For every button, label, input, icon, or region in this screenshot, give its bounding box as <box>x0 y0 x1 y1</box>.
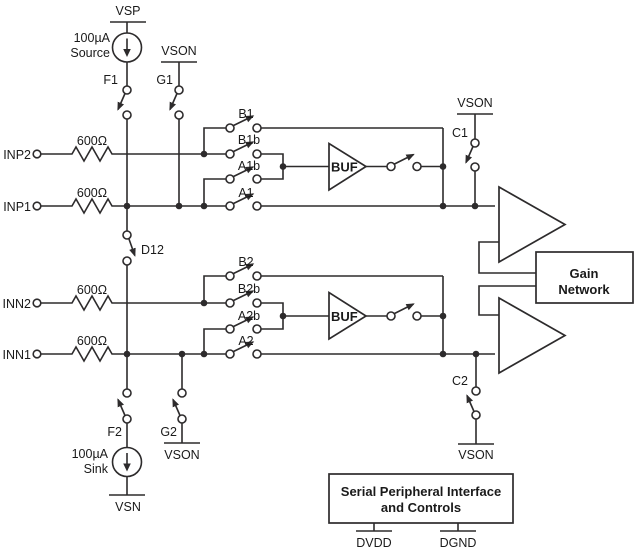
input-label-inp1: INP1 <box>3 200 31 214</box>
buffer1-label: BUF <box>331 160 358 175</box>
buffer2-label: BUF <box>331 309 358 324</box>
spi-controls-box <box>328 473 514 524</box>
switch-label-g1: G1 <box>156 73 173 87</box>
switch-label-f1: F1 <box>103 73 118 87</box>
switch-label-c1: C1 <box>452 126 468 140</box>
dvdd-pin-label: DVDD <box>356 536 391 550</box>
lower-channel-wires <box>261 275 536 355</box>
vson-label-g1: VSON <box>161 44 196 58</box>
junction-dots <box>123 150 480 358</box>
resistor-value-inp1: 600Ω <box>77 186 107 200</box>
spi-pin-wires <box>356 523 476 532</box>
current-sink-name: Sink <box>84 462 109 476</box>
switch-label-b1b: B1b <box>238 133 260 147</box>
switch-label-b1: B1 <box>238 107 253 121</box>
gain-network-label-line2: Network <box>558 282 610 297</box>
current-sink-icon <box>111 446 143 478</box>
resistor-value-inp2: 600Ω <box>77 134 107 148</box>
vson-label-c1: VSON <box>457 96 492 110</box>
input-label-inn1: INN1 <box>3 348 32 362</box>
switch-label-a2b: A2b <box>238 309 260 323</box>
current-sink-value: 100µA <box>72 447 109 461</box>
output-amp1-triangle <box>498 185 567 264</box>
spi-label-line2: and Controls <box>381 500 461 515</box>
spi-label-line1: Serial Peripheral Interface <box>341 484 501 499</box>
switch-label-g2: G2 <box>160 425 177 439</box>
current-source-value: 100µA <box>74 31 111 45</box>
upper-channel-wires <box>261 127 536 274</box>
input-label-inp2: INP2 <box>3 148 31 162</box>
switch-label-d12: D12 <box>141 243 164 257</box>
switch-label-a1b: A1b <box>238 159 260 173</box>
current-source-icon <box>111 32 143 63</box>
switch-contacts <box>32 85 481 424</box>
resistor-value-inn1: 600Ω <box>77 334 107 348</box>
input-rows <box>41 127 226 363</box>
vson-label-g2: VSON <box>164 448 199 462</box>
current-source-name: Source <box>70 46 110 60</box>
switch-label-f2: F2 <box>107 425 122 439</box>
input-label-inn2: INN2 <box>3 297 32 311</box>
gain-network-label-line1: Gain <box>570 266 599 281</box>
dgnd-pin-label: DGND <box>440 536 477 550</box>
vsp-label: VSP <box>115 4 140 18</box>
switch-label-a1: A1 <box>238 186 253 200</box>
buffer1-triangle <box>328 141 368 192</box>
buffer2-triangle <box>328 290 368 341</box>
vson-label-c2: VSON <box>458 448 493 462</box>
switch-label-b2: B2 <box>238 255 253 269</box>
vsn-label: VSN <box>115 500 141 514</box>
output-amp2-triangle <box>498 296 567 375</box>
switch-label-c2: C2 <box>452 374 468 388</box>
column-wires <box>126 119 477 389</box>
switch-arms <box>117 93 475 416</box>
resistor-value-inn2: 600Ω <box>77 283 107 297</box>
switch-label-a2: A2 <box>238 334 253 348</box>
gain-network-box <box>535 251 634 304</box>
switch-label-b2b: B2b <box>238 282 260 296</box>
